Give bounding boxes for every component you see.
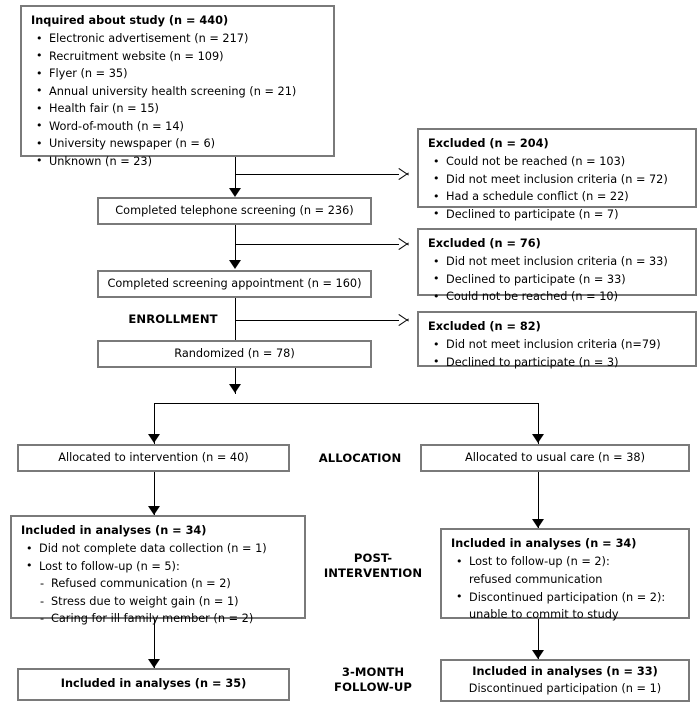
- arrow-to-excluded82: [399, 313, 410, 327]
- list-item: Stress due to weight gain (n = 1): [21, 594, 296, 610]
- box-post-right-header: Included in analyses (n = 34): [451, 537, 637, 550]
- list-item: Electronic advertisement (n = 217): [31, 31, 325, 47]
- box-excluded-82: Excluded (n = 82) Did not meet inclusion…: [417, 311, 697, 370]
- connector-screening-to-excluded82: [235, 320, 399, 321]
- box-post-right-list: Lost to follow-up (n = 2):: [451, 554, 680, 570]
- list-item: University newspaper (n = 6): [31, 136, 325, 152]
- box-excluded-204-list: Could not be reached (n = 103) Did not m…: [428, 154, 687, 223]
- stage-label-allocation: ALLOCATION: [318, 451, 402, 465]
- arrow-to-followup-right: [532, 650, 544, 659]
- box-post-left-header: Included in analyses (n = 34): [21, 524, 207, 537]
- box-excluded-204: Excluded (n = 204) Could not be reached …: [417, 128, 697, 222]
- connector-screening-to-randomized: [235, 298, 236, 340]
- box-screening-appointment-label: Completed screening appointment (n = 160…: [107, 276, 362, 290]
- list-item: Could not be reached (n = 10): [428, 289, 687, 305]
- box-randomized: Randomized (n = 78): [97, 340, 372, 368]
- box-followup-right-sub: Discontinued participation (n = 1): [468, 681, 662, 695]
- box-post-intervention-right: Included in analyses (n = 34) Lost to fo…: [440, 528, 690, 621]
- stage-label-post-intervention: POST- INTERVENTION: [323, 551, 423, 580]
- connector-intervention-to-post: [154, 472, 155, 515]
- connector-allocation-right-drop: [538, 403, 539, 444]
- connector-inquired-stem: [235, 157, 236, 189]
- list-item: Could not be reached (n = 103): [428, 154, 687, 170]
- box-post-left-sublist: Refused communication (n = 2) Stress due…: [21, 576, 296, 627]
- box-post-intervention-left: Included in analyses (n = 34) Did not co…: [10, 515, 306, 627]
- box-excluded-76-list: Did not meet inclusion criteria (n = 33)…: [428, 254, 687, 305]
- connector-allocation-left-drop: [154, 403, 155, 444]
- arrow-to-allocated-usual-care: [532, 434, 544, 443]
- list-item: Declined to participate (n = 7): [428, 206, 687, 223]
- list-item: Discontinued participation (n = 2):: [451, 589, 680, 606]
- list-item: Declined to participate (n = 3): [428, 354, 687, 371]
- list-item: Unknown (n = 23): [31, 153, 325, 170]
- stage-label-enrollment: ENROLLMENT: [128, 312, 218, 326]
- arrow-randomized-split: [229, 384, 241, 393]
- arrow-to-telephone-screening: [229, 188, 241, 197]
- list-item: Had a schedule conflict (n = 22): [428, 189, 687, 205]
- stage-label-followup: 3-MONTH FOLLOW-UP: [334, 665, 412, 694]
- box-allocated-to-usual-care: Allocated to usual care (n = 38): [420, 444, 690, 472]
- arrow-to-excluded76: [399, 237, 410, 251]
- list-item: Word-of-mouth (n = 14): [31, 118, 325, 135]
- list-item: Lost to follow-up (n = 5):: [21, 558, 296, 575]
- box-allocated-usual-care-label: Allocated to usual care (n = 38): [464, 450, 646, 464]
- list-item: Recruitment website (n = 109): [31, 48, 325, 65]
- box-telephone-screening-label: Completed telephone screening (n = 236): [115, 203, 354, 217]
- list-item: Caring for ill family member (n = 2): [21, 611, 296, 627]
- list-item: Did not meet inclusion criteria (n=79): [428, 337, 687, 353]
- box-post-right-list-2: Discontinued participation (n = 2):: [451, 589, 680, 606]
- arrow-to-followup-left: [148, 659, 160, 668]
- box-excluded-204-header: Excluded (n = 204): [428, 137, 549, 150]
- connector-randomized-stem: [235, 368, 236, 394]
- connector-post-left-to-followup: [154, 619, 155, 668]
- box-followup-right: Included in analyses (n = 33) Discontinu…: [440, 659, 690, 702]
- arrow-to-allocated-intervention: [148, 434, 160, 443]
- list-item: Did not complete data collection (n = 1): [21, 541, 296, 557]
- connector-allocation-split-bar: [154, 403, 539, 404]
- list-item: Declined to participate (n = 33): [428, 271, 687, 288]
- box-allocated-to-intervention: Allocated to intervention (n = 40): [17, 444, 290, 472]
- list-item: Refused communication (n = 2): [21, 576, 296, 592]
- list-item: Flyer (n = 35): [31, 66, 325, 82]
- box-excluded-76: Excluded (n = 76) Did not meet inclusion…: [417, 228, 697, 304]
- arrow-to-excluded204: [399, 167, 410, 181]
- connector-inquired-to-excluded204: [235, 174, 399, 175]
- box-followup-left-header: Included in analyses (n = 35): [60, 677, 247, 691]
- box-inquired-about-study: Inquired about study (n = 440) Electroni…: [20, 5, 335, 169]
- arrow-to-screening-appointment: [229, 260, 241, 269]
- connector-telephone-to-excluded76: [235, 244, 399, 245]
- arrow-to-post-intervention-right: [532, 519, 544, 528]
- list-item: Health fair (n = 15): [31, 101, 325, 117]
- list-item: Annual university health screening (n = …: [31, 83, 325, 100]
- box-followup-right-header: Included in analyses (n = 33): [472, 665, 658, 679]
- box-excluded-82-list: Did not meet inclusion criteria (n=79) D…: [428, 337, 687, 371]
- box-excluded-82-header: Excluded (n = 82): [428, 320, 541, 333]
- box-excluded-76-header: Excluded (n = 76): [428, 237, 541, 250]
- box-inquired-list: Electronic advertisement (n = 217) Recru…: [31, 31, 325, 170]
- connector-post-right-to-followup: [538, 619, 539, 659]
- box-completed-screening-appointment: Completed screening appointment (n = 160…: [97, 270, 372, 298]
- box-allocated-intervention-label: Allocated to intervention (n = 40): [58, 450, 249, 464]
- box-randomized-label: Randomized (n = 78): [174, 346, 295, 360]
- arrow-to-post-intervention-left: [148, 506, 160, 515]
- box-followup-left: Included in analyses (n = 35): [17, 668, 290, 701]
- box-inquired-header: Inquired about study (n = 440): [31, 14, 229, 27]
- box-post-left-list: Did not complete data collection (n = 1)…: [21, 541, 296, 575]
- connector-usualcare-to-post: [538, 472, 539, 528]
- box-completed-telephone-screening: Completed telephone screening (n = 236): [97, 197, 372, 225]
- list-item: Did not meet inclusion criteria (n = 33): [428, 254, 687, 270]
- list-item: Did not meet inclusion criteria (n = 72): [428, 171, 687, 188]
- list-item: Lost to follow-up (n = 2):: [451, 554, 680, 570]
- list-item-continuation: unable to commit to study: [469, 608, 619, 622]
- connector-telephone-stem: [235, 225, 236, 261]
- list-item-continuation: refused communication: [469, 572, 603, 586]
